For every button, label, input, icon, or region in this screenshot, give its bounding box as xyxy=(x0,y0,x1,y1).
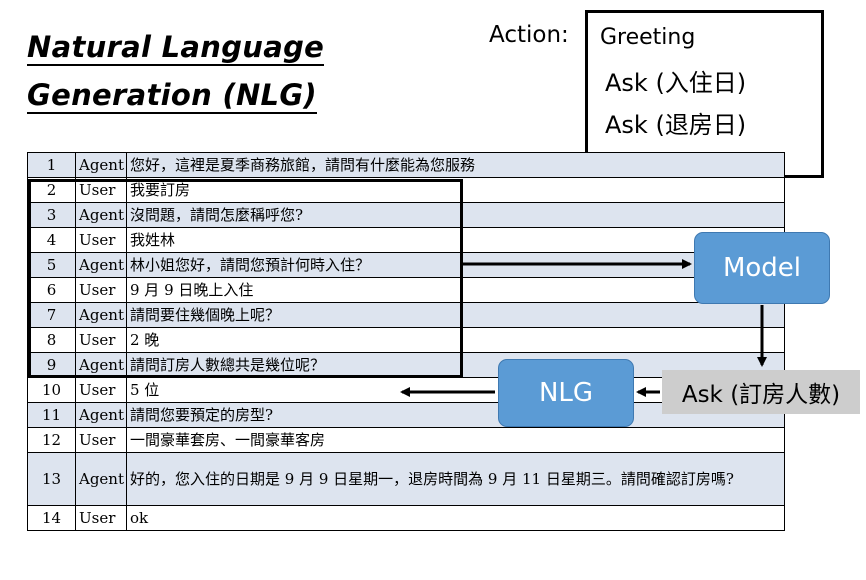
action-item: Ask (入住日) xyxy=(605,69,747,97)
row-number: 13 xyxy=(27,452,76,506)
row-number: 5 xyxy=(27,252,76,278)
row-number: 1 xyxy=(27,152,76,178)
action-item: Greeting xyxy=(600,25,696,50)
utterance: 請問要住幾個晚上呢？ xyxy=(126,302,785,328)
title-line-2: Generation (NLG) xyxy=(27,78,317,114)
action-label: Action: xyxy=(489,22,569,48)
speaker: Agent xyxy=(75,202,127,228)
speaker: User xyxy=(75,377,127,403)
title-line-1: Natural Language xyxy=(27,30,325,66)
dialogue-history-box xyxy=(28,179,463,378)
row-number: 7 xyxy=(27,302,76,328)
row-number: 3 xyxy=(27,202,76,228)
action-item: Ask (退房日) xyxy=(605,111,747,139)
utterance: 9 月 9 日晚上入住 xyxy=(126,277,785,303)
utterance: ok xyxy=(126,505,785,531)
speaker: Agent xyxy=(75,152,127,178)
speaker: Agent xyxy=(75,252,127,278)
model-node: Model xyxy=(694,232,830,304)
output-action: Ask (訂房人數) xyxy=(662,370,860,414)
row-number: 14 xyxy=(27,505,76,531)
row-number: 6 xyxy=(27,277,76,303)
speaker: User xyxy=(75,327,127,353)
speaker: Agent xyxy=(75,452,127,506)
row-number: 12 xyxy=(27,427,76,453)
nlg-node: NLG xyxy=(498,359,634,427)
utterance: 您好，這裡是夏季商務旅館，請問有什麼能為您服務 xyxy=(126,152,785,178)
row-number: 11 xyxy=(27,402,76,428)
speaker: User xyxy=(75,427,127,453)
utterance: 2 晚 xyxy=(126,327,785,353)
speaker: User xyxy=(75,505,127,531)
